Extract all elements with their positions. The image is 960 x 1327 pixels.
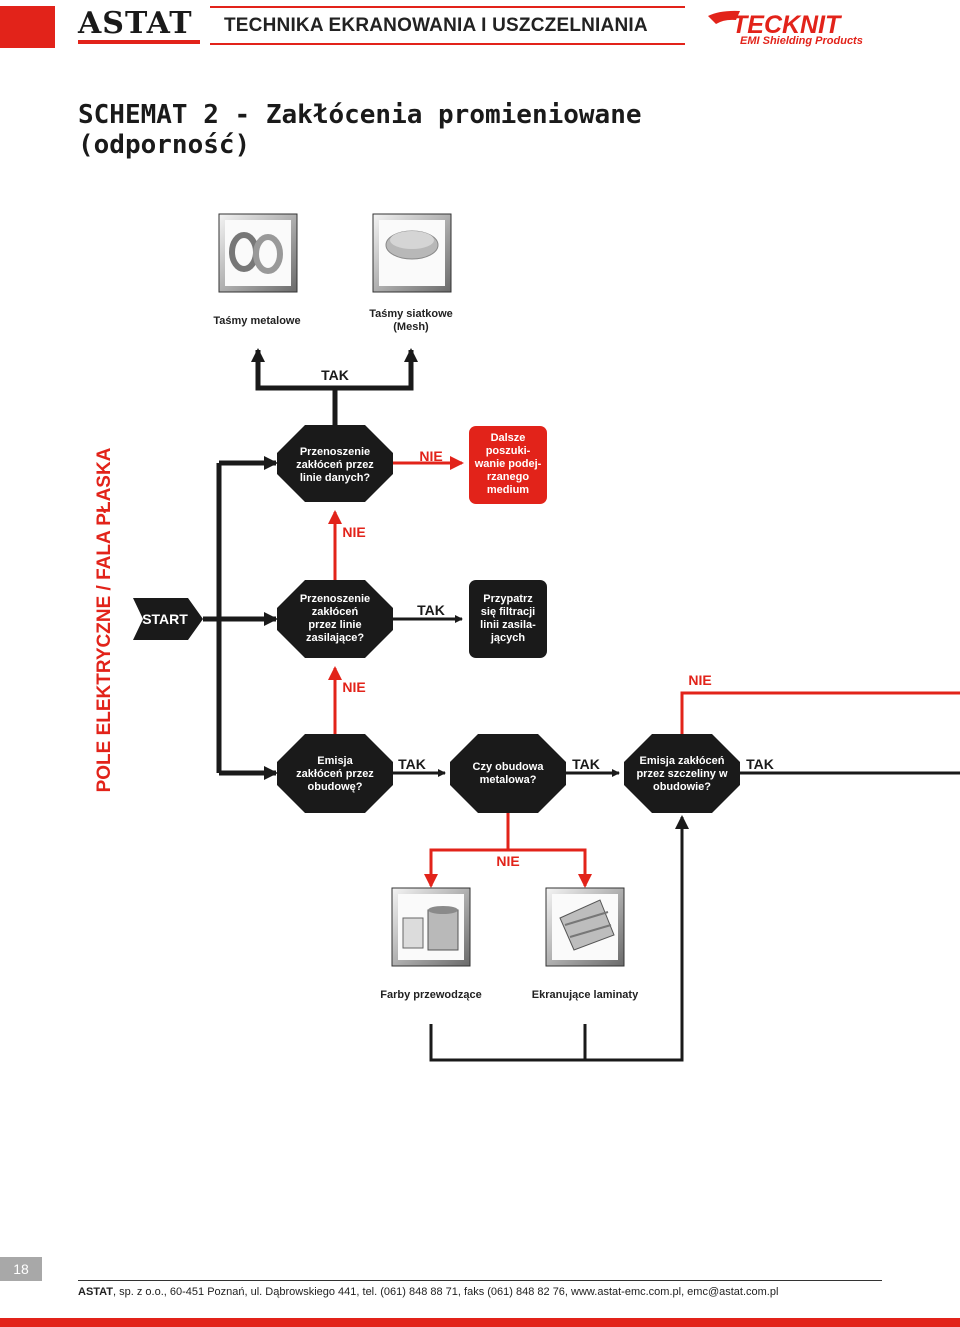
tak-label-metal-enclosure: TAK — [572, 756, 600, 772]
footer-contact: ASTAT, sp. z o.o., 60-451 Poznań, ul. Dą… — [78, 1286, 778, 1298]
tecknit-tagline: EMI Shielding Products — [740, 35, 863, 47]
header-rule-top — [210, 6, 685, 8]
arrow-to-metal-tapes — [251, 348, 338, 428]
tak-label-enclosure: TAK — [398, 756, 426, 772]
box-further-search-line4: rzanego — [487, 471, 529, 483]
metal-tapes-label: Taśmy metalowe — [213, 315, 300, 327]
node-power-lines-line1: Przenoszenie — [300, 593, 370, 605]
start-label: START — [142, 611, 188, 627]
tak-label-top: TAK — [321, 367, 349, 383]
node-data-lines-line1: Przenoszenie — [300, 446, 370, 458]
tak-label-seam: TAK — [746, 756, 774, 772]
nie-label-power-lines: NIE — [342, 524, 365, 540]
arrow-loop-to-seam — [429, 815, 689, 1062]
node-enclosure-emission-line2: zakłóceń przez — [296, 768, 374, 780]
footer-company: ASTAT — [78, 1286, 114, 1298]
box-power-filtering-line2: się filtracji — [481, 606, 535, 618]
node-seam-emission — [624, 734, 740, 813]
box-further-search — [469, 426, 547, 504]
box-power-filtering — [469, 580, 547, 658]
astat-logo: ASTAT — [78, 6, 193, 41]
line-seam-nie — [680, 691, 960, 734]
node-seam-emission-line3: obudowie? — [653, 781, 711, 793]
box-further-search-line3: wanie podej- — [474, 458, 542, 470]
footer-address: , sp. z o.o., 60-451 Poznań, ul. Dąbrows… — [113, 1286, 779, 1298]
start-node — [133, 598, 203, 640]
node-seam-emission-line1: Emisja zakłóceń — [640, 755, 725, 767]
laminates-photo — [545, 887, 625, 967]
page-title: SCHEMAT 2 - Zakłócenia promieniowane (od… — [78, 100, 642, 160]
node-enclosure-emission — [277, 734, 393, 813]
nie-label-enclosure: NIE — [342, 679, 365, 695]
node-data-lines-line3: linie danych? — [300, 472, 371, 484]
arrow-to-mesh-tapes — [335, 348, 418, 391]
page-number: 18 — [0, 1257, 42, 1281]
node-power-lines — [277, 580, 393, 658]
nie-label-metal-enclosure: NIE — [496, 853, 519, 869]
node-data-lines-line2: zakłóceń przez — [296, 459, 374, 471]
header-rule-bottom — [210, 43, 685, 45]
nie-label-data-lines: NIE — [419, 448, 442, 464]
node-metal-enclosure-line1: Czy obudowa — [473, 761, 545, 773]
header-red-block — [0, 6, 55, 48]
node-enclosure-emission-line1: Emisja — [317, 755, 353, 767]
side-label: POLE ELEKTRYCZNE / FALA PŁASKA — [94, 447, 115, 792]
tecknit-logo-text: TECKNIT — [732, 11, 843, 39]
arrow-to-paints — [424, 813, 510, 888]
tak-label-power-lines: TAK — [417, 602, 445, 618]
footer-rule — [78, 1280, 882, 1281]
header-title: TECHNIKA EKRANOWANIA I USZCZELNIANIA — [224, 15, 648, 36]
mesh-tapes-photo — [372, 213, 452, 293]
paints-photo — [391, 887, 471, 967]
nie-label-seam: NIE — [688, 672, 711, 688]
astat-logo-underline — [78, 40, 200, 44]
node-power-lines-line3: przez linie — [308, 619, 361, 631]
node-power-lines-line4: zasilające? — [306, 632, 364, 644]
metal-tapes-photo — [218, 213, 298, 293]
node-metal-enclosure-line2: metalowa? — [480, 774, 537, 786]
node-metal-enclosure — [450, 734, 566, 813]
paints-label: Farby przewodzące — [380, 989, 481, 1001]
node-enclosure-emission-line3: obudowę? — [308, 781, 363, 793]
footer-red-bar — [0, 1318, 960, 1327]
laminates-label: Ekranujące laminaty — [532, 989, 639, 1001]
box-power-filtering-line1: Przypatrz — [483, 593, 533, 605]
node-power-lines-line2: zakłóceń — [312, 606, 359, 618]
node-data-lines — [277, 425, 393, 502]
tecknit-logo: TECKNIT — [708, 10, 843, 39]
node-seam-emission-line2: przez szczeliny w — [636, 768, 728, 780]
box-power-filtering-line4: jących — [490, 632, 526, 644]
box-further-search-line5: medium — [487, 484, 529, 496]
arrow-to-laminates — [508, 848, 592, 888]
box-power-filtering-line3: linii zasila- — [480, 619, 536, 631]
box-further-search-line2: poszuki- — [486, 445, 531, 457]
mesh-tapes-label-2: (Mesh) — [393, 321, 429, 333]
flow-diagram: Taśmy metalowe Taśmy siatkowe (Mesh) TAK… — [94, 213, 960, 1062]
mesh-tapes-label: Taśmy siatkowe — [369, 308, 453, 320]
box-further-search-line1: Dalsze — [491, 432, 526, 444]
